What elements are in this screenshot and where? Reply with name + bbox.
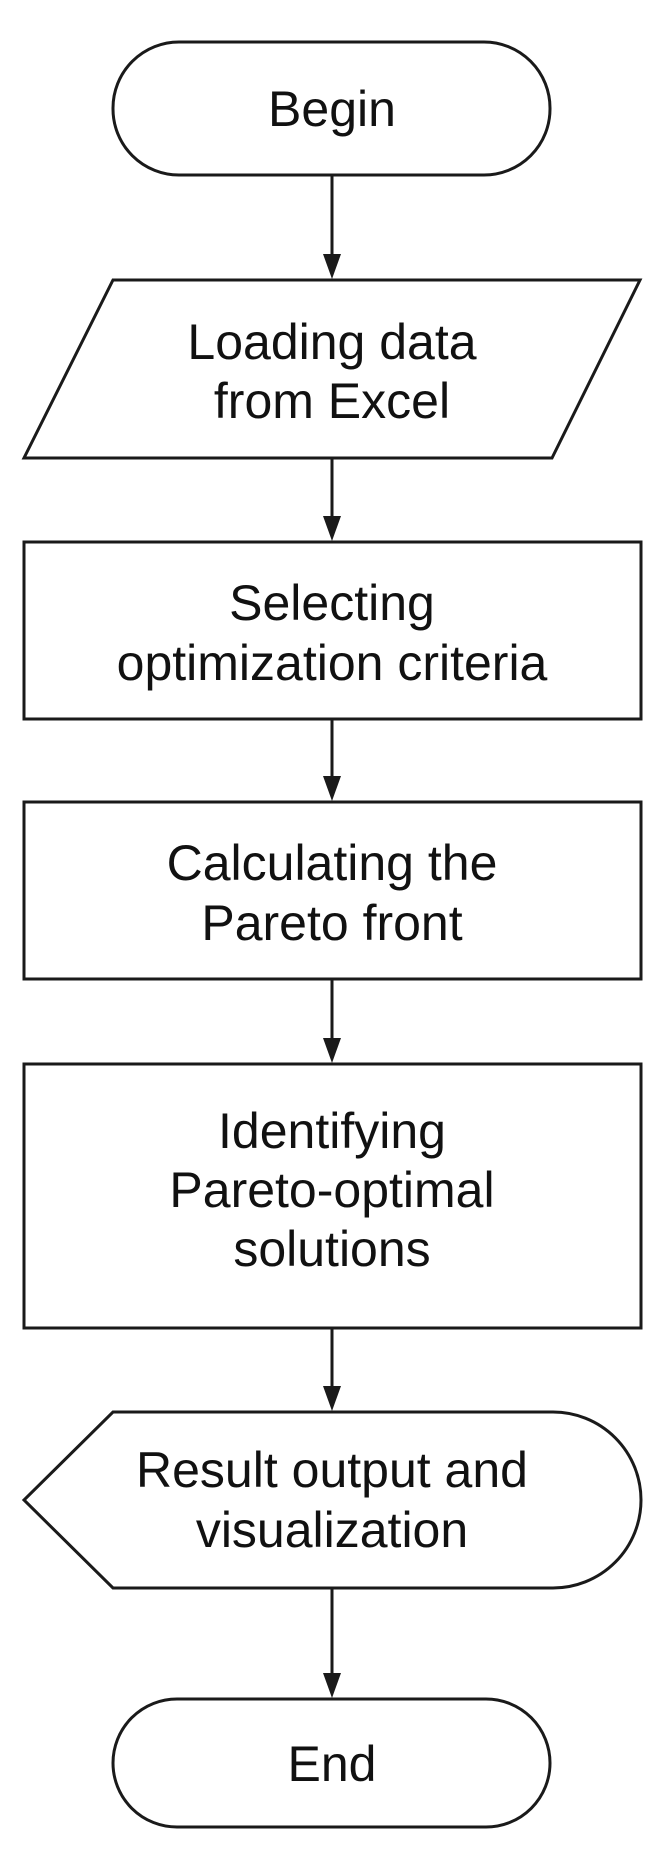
arrow-calc-to-identify xyxy=(323,979,341,1063)
result-output-shape xyxy=(21,1410,643,1590)
identify-solutions-label-line1: Identifying xyxy=(218,1103,446,1159)
load-data-step: Loading data from Excel xyxy=(21,278,643,460)
arrow-begin-to-load xyxy=(323,175,341,279)
load-data-shape xyxy=(21,278,643,460)
calc-pareto-label-line1: Calculating the xyxy=(167,835,498,891)
result-output-label-line1: Result output and xyxy=(136,1442,528,1498)
select-criteria-step: Selecting optimization criteria xyxy=(22,540,643,721)
identify-solutions-shape xyxy=(22,1062,643,1330)
load-data-label-line1: Loading data xyxy=(187,314,476,370)
arrow-output-to-end xyxy=(323,1588,341,1698)
calc-pareto-label-line2: Pareto front xyxy=(201,895,462,951)
select-criteria-label-line2: optimization criteria xyxy=(117,635,548,691)
end-terminator: End xyxy=(111,1697,552,1829)
select-criteria-shape xyxy=(22,540,643,721)
arrowhead xyxy=(323,254,341,279)
arrowhead xyxy=(323,776,341,801)
end-shape xyxy=(111,1697,552,1829)
end-label: End xyxy=(288,1736,377,1792)
begin-label: Begin xyxy=(268,81,396,137)
identify-solutions-step: Identifying Pareto-optimal solutions xyxy=(22,1062,643,1330)
identify-solutions-label-line3: solutions xyxy=(233,1221,430,1277)
arrow-identify-to-output xyxy=(323,1328,341,1411)
arrowhead xyxy=(323,516,341,541)
calc-pareto-step: Calculating the Pareto front xyxy=(22,800,643,981)
arrow-load-to-select xyxy=(323,458,341,541)
begin-terminator: Begin xyxy=(111,40,552,177)
arrowhead xyxy=(323,1673,341,1698)
calc-pareto-shape xyxy=(22,800,643,981)
result-output-step: Result output and visualization xyxy=(21,1410,643,1590)
identify-solutions-label-line2: Pareto-optimal xyxy=(169,1162,494,1218)
load-data-label-line2: from Excel xyxy=(214,373,450,429)
arrowhead xyxy=(323,1038,341,1063)
result-output-label-line2: visualization xyxy=(196,1502,468,1558)
select-criteria-label-line1: Selecting xyxy=(229,575,435,631)
arrow-select-to-calc xyxy=(323,719,341,801)
arrowhead xyxy=(323,1386,341,1411)
